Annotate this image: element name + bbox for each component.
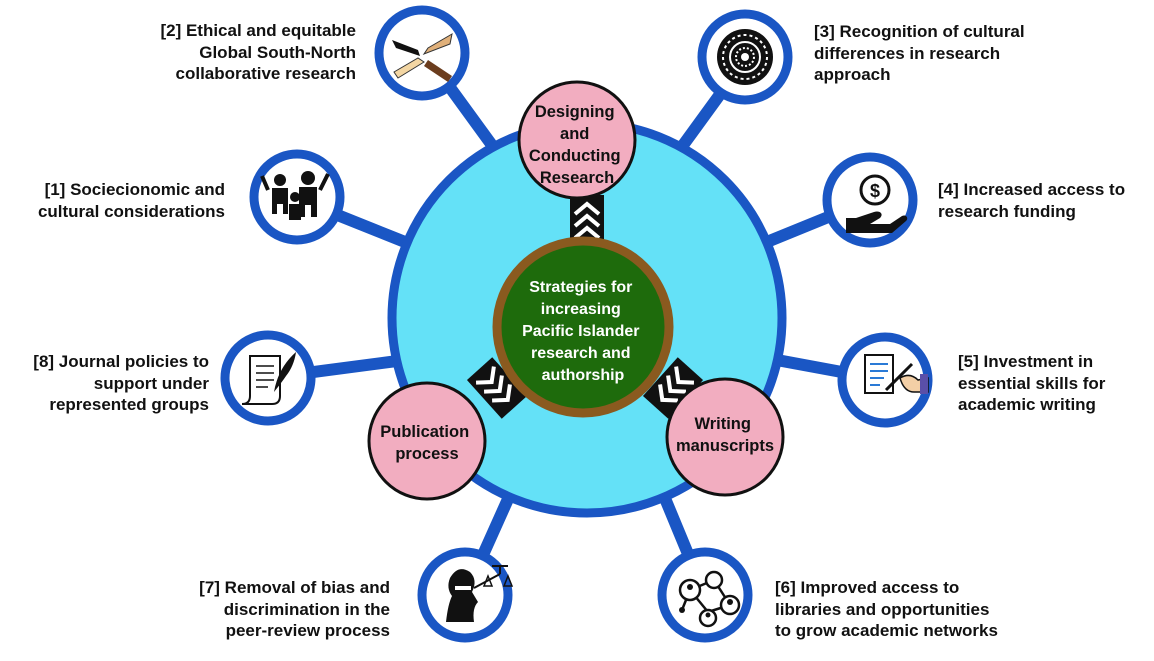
cultural-pattern-icon [697, 9, 793, 105]
center-label: Strategies for increasing Pacific Island… [522, 279, 644, 384]
svg-text:$: $ [870, 181, 880, 201]
funding-hand-icon: $ [822, 152, 918, 248]
writing-hand-icon [837, 332, 933, 428]
chevron-strip-left [466, 357, 528, 419]
joined-hands-icon [374, 5, 470, 101]
stage-publication-label: Publication process [380, 423, 474, 463]
center-node: Strategies for increasing Pacific Island… [492, 236, 674, 418]
scroll-quill-icon [220, 330, 316, 426]
lady-justice-icon [417, 547, 514, 643]
stage-designing-label: Designing and Conducting Research [529, 103, 625, 187]
stage-writing: Writing manuscripts [665, 377, 785, 497]
stage-writing-label: Writing manuscripts [676, 415, 774, 455]
strategy-1-label: [1] Sociecionomic and cultural considera… [37, 180, 225, 221]
strategy-6-label: [6] Improved access to libraries and opp… [775, 578, 998, 640]
strategy-7-label: [7] Removal of bias and discrimination i… [199, 578, 390, 640]
strategy-3-label: [3] Recognition of cultural differences … [814, 22, 1025, 84]
network-icon [657, 547, 753, 643]
stage-publication: Publication process [367, 381, 487, 501]
family-icon [249, 149, 345, 245]
chevron-strip-right [642, 357, 704, 419]
strategy-8-label: [8] Journal policies to support under re… [33, 352, 209, 414]
strategy-5-label: [5] Investment in essential skills for a… [958, 352, 1106, 414]
stage-designing: Designing and Conducting Research [517, 80, 637, 200]
strategy-2-label: [2] Ethical and equitable Global South-N… [160, 21, 356, 83]
strategy-4-label: [4] Increased access to research funding [938, 180, 1126, 221]
